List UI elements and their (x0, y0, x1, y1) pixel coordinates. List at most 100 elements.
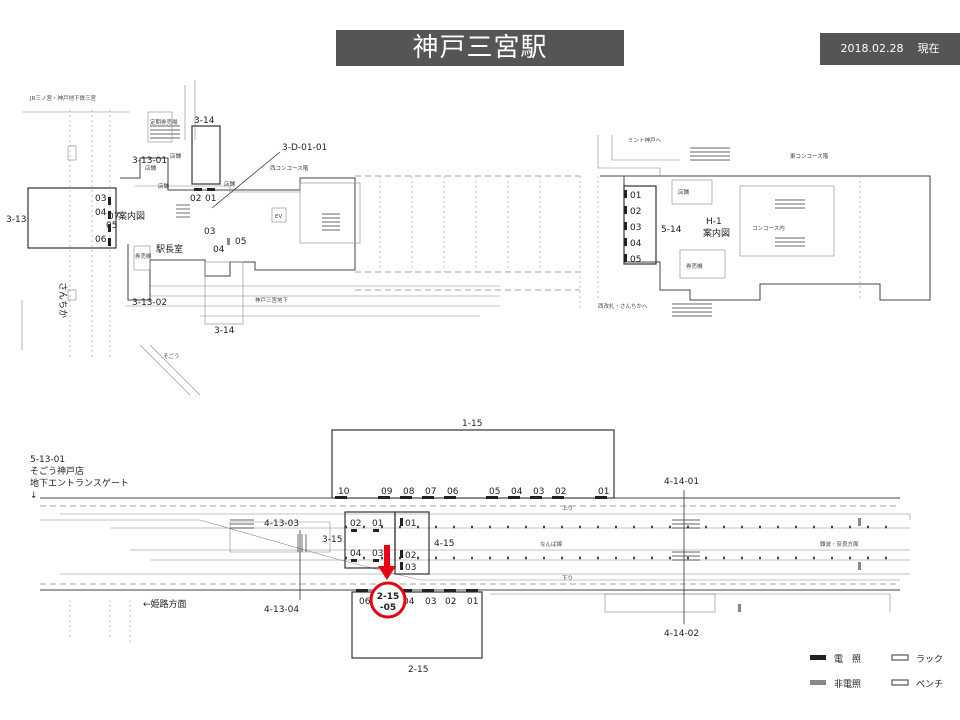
date-text: 2018.02.28 (840, 42, 904, 55)
highlight-marker[interactable]: 2-15 -05 (369, 545, 407, 619)
legend-unlit: 非電照 (834, 678, 861, 690)
elevator (271, 207, 287, 223)
upper-west-area: JR三ノ宮・神戸地下鉄三宮 定期券売場 EV (6, 80, 580, 396)
board-number: 05 (489, 487, 500, 497)
h1-label: H-1 (706, 217, 722, 227)
board-number: 03 (372, 549, 383, 559)
legend-bench: ベンチ (916, 679, 943, 690)
label-1-15: 1-15 (462, 419, 482, 429)
highlight-label-line1: 2-15 (377, 592, 400, 602)
rack-swatch (891, 654, 909, 661)
area-3-14-top (191, 125, 221, 185)
label-3-14-top: 3-14 (194, 116, 215, 126)
label-3-13-01: 3-13-01 (132, 156, 167, 166)
label-3-13-02: 3-13-02 (132, 298, 167, 308)
center-board-cluster: 02 01 01 04 03 02 03 (350, 518, 416, 573)
board-number: 02 (630, 207, 641, 217)
top-board-row: 10 09 08 07 06 05 04 03 02 01 (335, 487, 609, 499)
board-number: 03 (204, 227, 215, 237)
highlight-label-line2: -05 (380, 603, 396, 613)
bench-swatch (891, 679, 909, 686)
elevator-label: EV (275, 214, 282, 220)
label-3-15: 3-15 (322, 535, 342, 545)
shop-label: 店舗 (224, 180, 236, 188)
concourse-label: 西コンコース階 (270, 164, 309, 172)
area-2-15 (351, 591, 483, 659)
area-3-14-bottom (204, 261, 244, 325)
bench-icons (738, 518, 861, 612)
board-number: 03 (630, 223, 641, 233)
lower-platform-area: 5-13-01 そごう神戸店 地下エントランスゲート ↓ 1-15 2-15 上… (30, 419, 911, 675)
board-number: 08 (403, 487, 415, 497)
board-number: 04 (350, 549, 362, 559)
east-ticket-label: 券売機 (686, 262, 703, 270)
label-3-13: 3-13 (6, 215, 26, 225)
board-number: 10 (338, 487, 350, 497)
board-number: 05 (235, 237, 246, 247)
sannchika-label: さんちか (57, 282, 68, 318)
mint-kobe-label: ミント神戸へ (628, 136, 662, 144)
board-number: 03 (95, 194, 106, 204)
board-number: 01 (205, 194, 216, 204)
board-number: 01 (372, 519, 383, 529)
sogo-label: そごう (163, 352, 180, 360)
board-number: 04 (213, 245, 225, 255)
east-concourse-label: 東コンコース階 (790, 152, 829, 160)
east-shop-label: 店舗 (678, 188, 690, 196)
board-number: 02 (350, 519, 361, 529)
east-board-column: 01 02 03 04 05 (624, 190, 642, 265)
board-number: 07 (425, 487, 436, 497)
board-number: 02 (555, 487, 566, 497)
date-suffix: 現在 (917, 42, 940, 55)
highlight-circle (369, 581, 407, 619)
date-badge: 2018.02.28 現在 (820, 33, 960, 65)
shop-label: 店舗 (145, 164, 157, 172)
unlit-board-swatch (810, 680, 826, 685)
area-3-13 (27, 187, 117, 249)
label-4-14-01: 4-14-01 (664, 477, 699, 487)
board-number: 04 (511, 487, 523, 497)
area-1-15 (331, 429, 615, 499)
board-number: 06 (95, 235, 107, 245)
board-number: 04 (630, 239, 642, 249)
east-info-label: 案内図 (703, 227, 730, 239)
legend-rack: ラック (916, 654, 943, 665)
board-number: 07 (108, 212, 119, 222)
upper-top-note: JR三ノ宮・神戸地下鉄三宮 (29, 94, 96, 102)
label-3-d-01-01: 3-D-01-01 (282, 143, 327, 153)
station-title: 神戸三宮駅 (336, 30, 624, 66)
board-number: 03 (405, 563, 416, 573)
track-markers (345, 525, 900, 560)
label-5-14: 5-14 (661, 225, 682, 235)
west-gate-label: 西改札・さんちかへ (598, 302, 648, 310)
area-4-15 (394, 511, 430, 575)
sogo-entrance-id: 5-13-01 (30, 455, 65, 465)
board-number: 09 (381, 487, 393, 497)
ticket-machine-label: 券売機 (135, 252, 152, 260)
legend: 電 照 非電照 ラック ベンチ (810, 654, 943, 690)
lit-board-swatch (810, 655, 826, 660)
down-track-label: 下り (562, 575, 573, 582)
board-number: 01 (467, 597, 478, 607)
label-4-14-02: 4-14-02 (664, 629, 699, 639)
board-number: 04 (95, 208, 107, 218)
station-master-label: 駅長室 (156, 243, 183, 255)
nara-direction-label: 難波・奈良方面 (820, 540, 859, 548)
shop-label: 店舗 (158, 182, 170, 190)
board-number: 04 (403, 597, 415, 607)
board-number: 06 (447, 487, 459, 497)
label-4-13-04: 4-13-04 (264, 605, 299, 615)
board-number: 05 (630, 255, 641, 265)
board-number: 05 (106, 221, 117, 231)
himeji-direction-label: ←姫路方面 (143, 598, 187, 610)
board-number: 01 (598, 487, 609, 497)
label-4-15: 4-15 (434, 539, 454, 549)
up-track-label: 上り (562, 504, 573, 512)
sogo-entrance-line1: そごう神戸店 (30, 465, 84, 477)
teiki-office-label: 定期券売場 (150, 118, 178, 126)
info-map-label: 案内図 (118, 210, 145, 222)
board-number: 03 (425, 597, 436, 607)
label-3-14-bottom: 3-14 (214, 326, 235, 336)
board-number: 06 (359, 597, 371, 607)
